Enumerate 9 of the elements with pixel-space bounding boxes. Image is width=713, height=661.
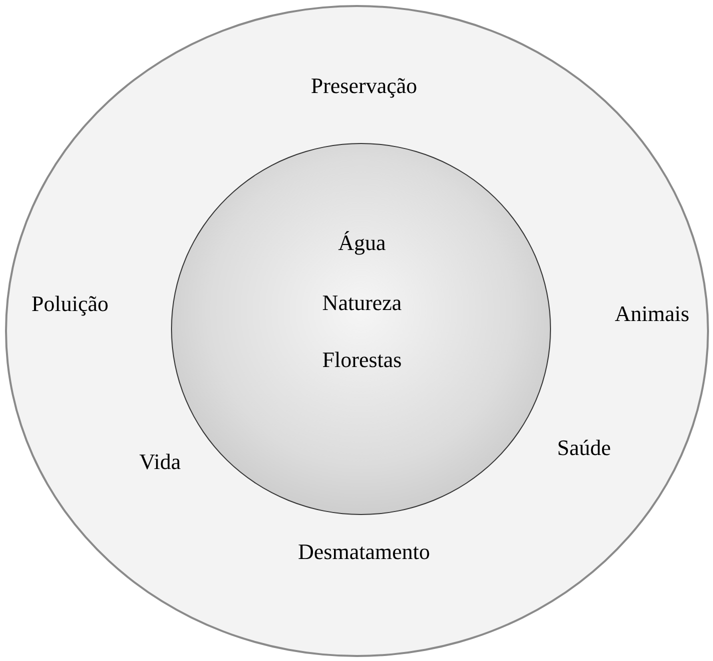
circle-label: Natureza bbox=[322, 290, 402, 316]
circle-label: Animais bbox=[614, 302, 690, 326]
circle-label: Saúde bbox=[557, 436, 611, 460]
circle-label: Vida bbox=[139, 450, 181, 474]
circle-label: Desmatamento bbox=[298, 540, 430, 564]
circle-label: Poluição bbox=[32, 292, 108, 316]
circle-label: Preservação bbox=[310, 74, 418, 98]
circle-label: Florestas bbox=[322, 348, 402, 372]
circle-label: Água bbox=[338, 230, 386, 256]
